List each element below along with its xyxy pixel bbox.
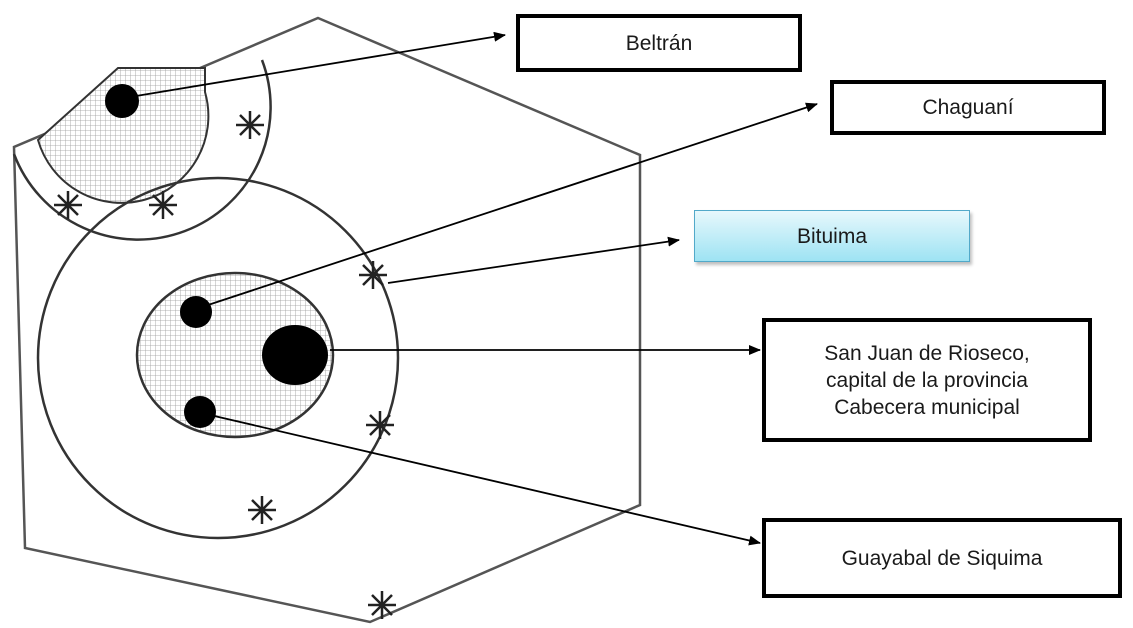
label-chaguani: Chaguaní bbox=[830, 80, 1106, 135]
asterisk-icon bbox=[236, 111, 264, 139]
label-bituima-text: Bituima bbox=[796, 224, 868, 248]
arrow-chaguani bbox=[204, 102, 818, 307]
label-san-juan-line-3: Cabecera municipal bbox=[834, 395, 1020, 419]
asterisk-icon bbox=[368, 591, 396, 619]
chaguani-dot bbox=[180, 296, 212, 328]
beltran-hatched-area bbox=[36, 67, 210, 204]
asterisk-icon bbox=[149, 191, 177, 219]
asterisk-icon bbox=[54, 191, 82, 219]
label-guayabal-de-siquima: Guayabal de Siquima bbox=[762, 518, 1122, 598]
leader-arrows bbox=[129, 31, 818, 546]
asterisk-icon bbox=[359, 261, 387, 289]
arrow-bituima bbox=[387, 236, 680, 284]
label-beltran: Beltrán bbox=[516, 14, 802, 72]
asterisk-markers bbox=[54, 111, 396, 619]
beltran-dot bbox=[105, 84, 139, 118]
label-san-juan-de-rioseco: San Juan de Rioseco, capital de la provi… bbox=[762, 318, 1092, 442]
asterisk-icon bbox=[248, 496, 276, 524]
label-beltran-text: Beltrán bbox=[625, 31, 693, 55]
label-san-juan-line-1: San Juan de Rioseco, bbox=[824, 341, 1030, 365]
arrow-beltran bbox=[129, 31, 506, 98]
san-juan-dot bbox=[262, 325, 328, 385]
arrow-guayabal bbox=[209, 414, 761, 546]
label-chaguani-text: Chaguaní bbox=[922, 96, 1014, 119]
label-san-juan-line-2: capital de la provincia bbox=[826, 368, 1028, 392]
label-bituima: Bituima bbox=[694, 210, 970, 262]
main-service-ring bbox=[36, 176, 400, 540]
beltran-service-ring bbox=[12, 59, 272, 241]
asterisk-icon bbox=[366, 411, 394, 439]
guayabal-dot bbox=[184, 396, 216, 428]
label-guayabal-text: Guayabal de Siquima bbox=[841, 546, 1043, 570]
hexagon-boundary bbox=[12, 16, 642, 624]
